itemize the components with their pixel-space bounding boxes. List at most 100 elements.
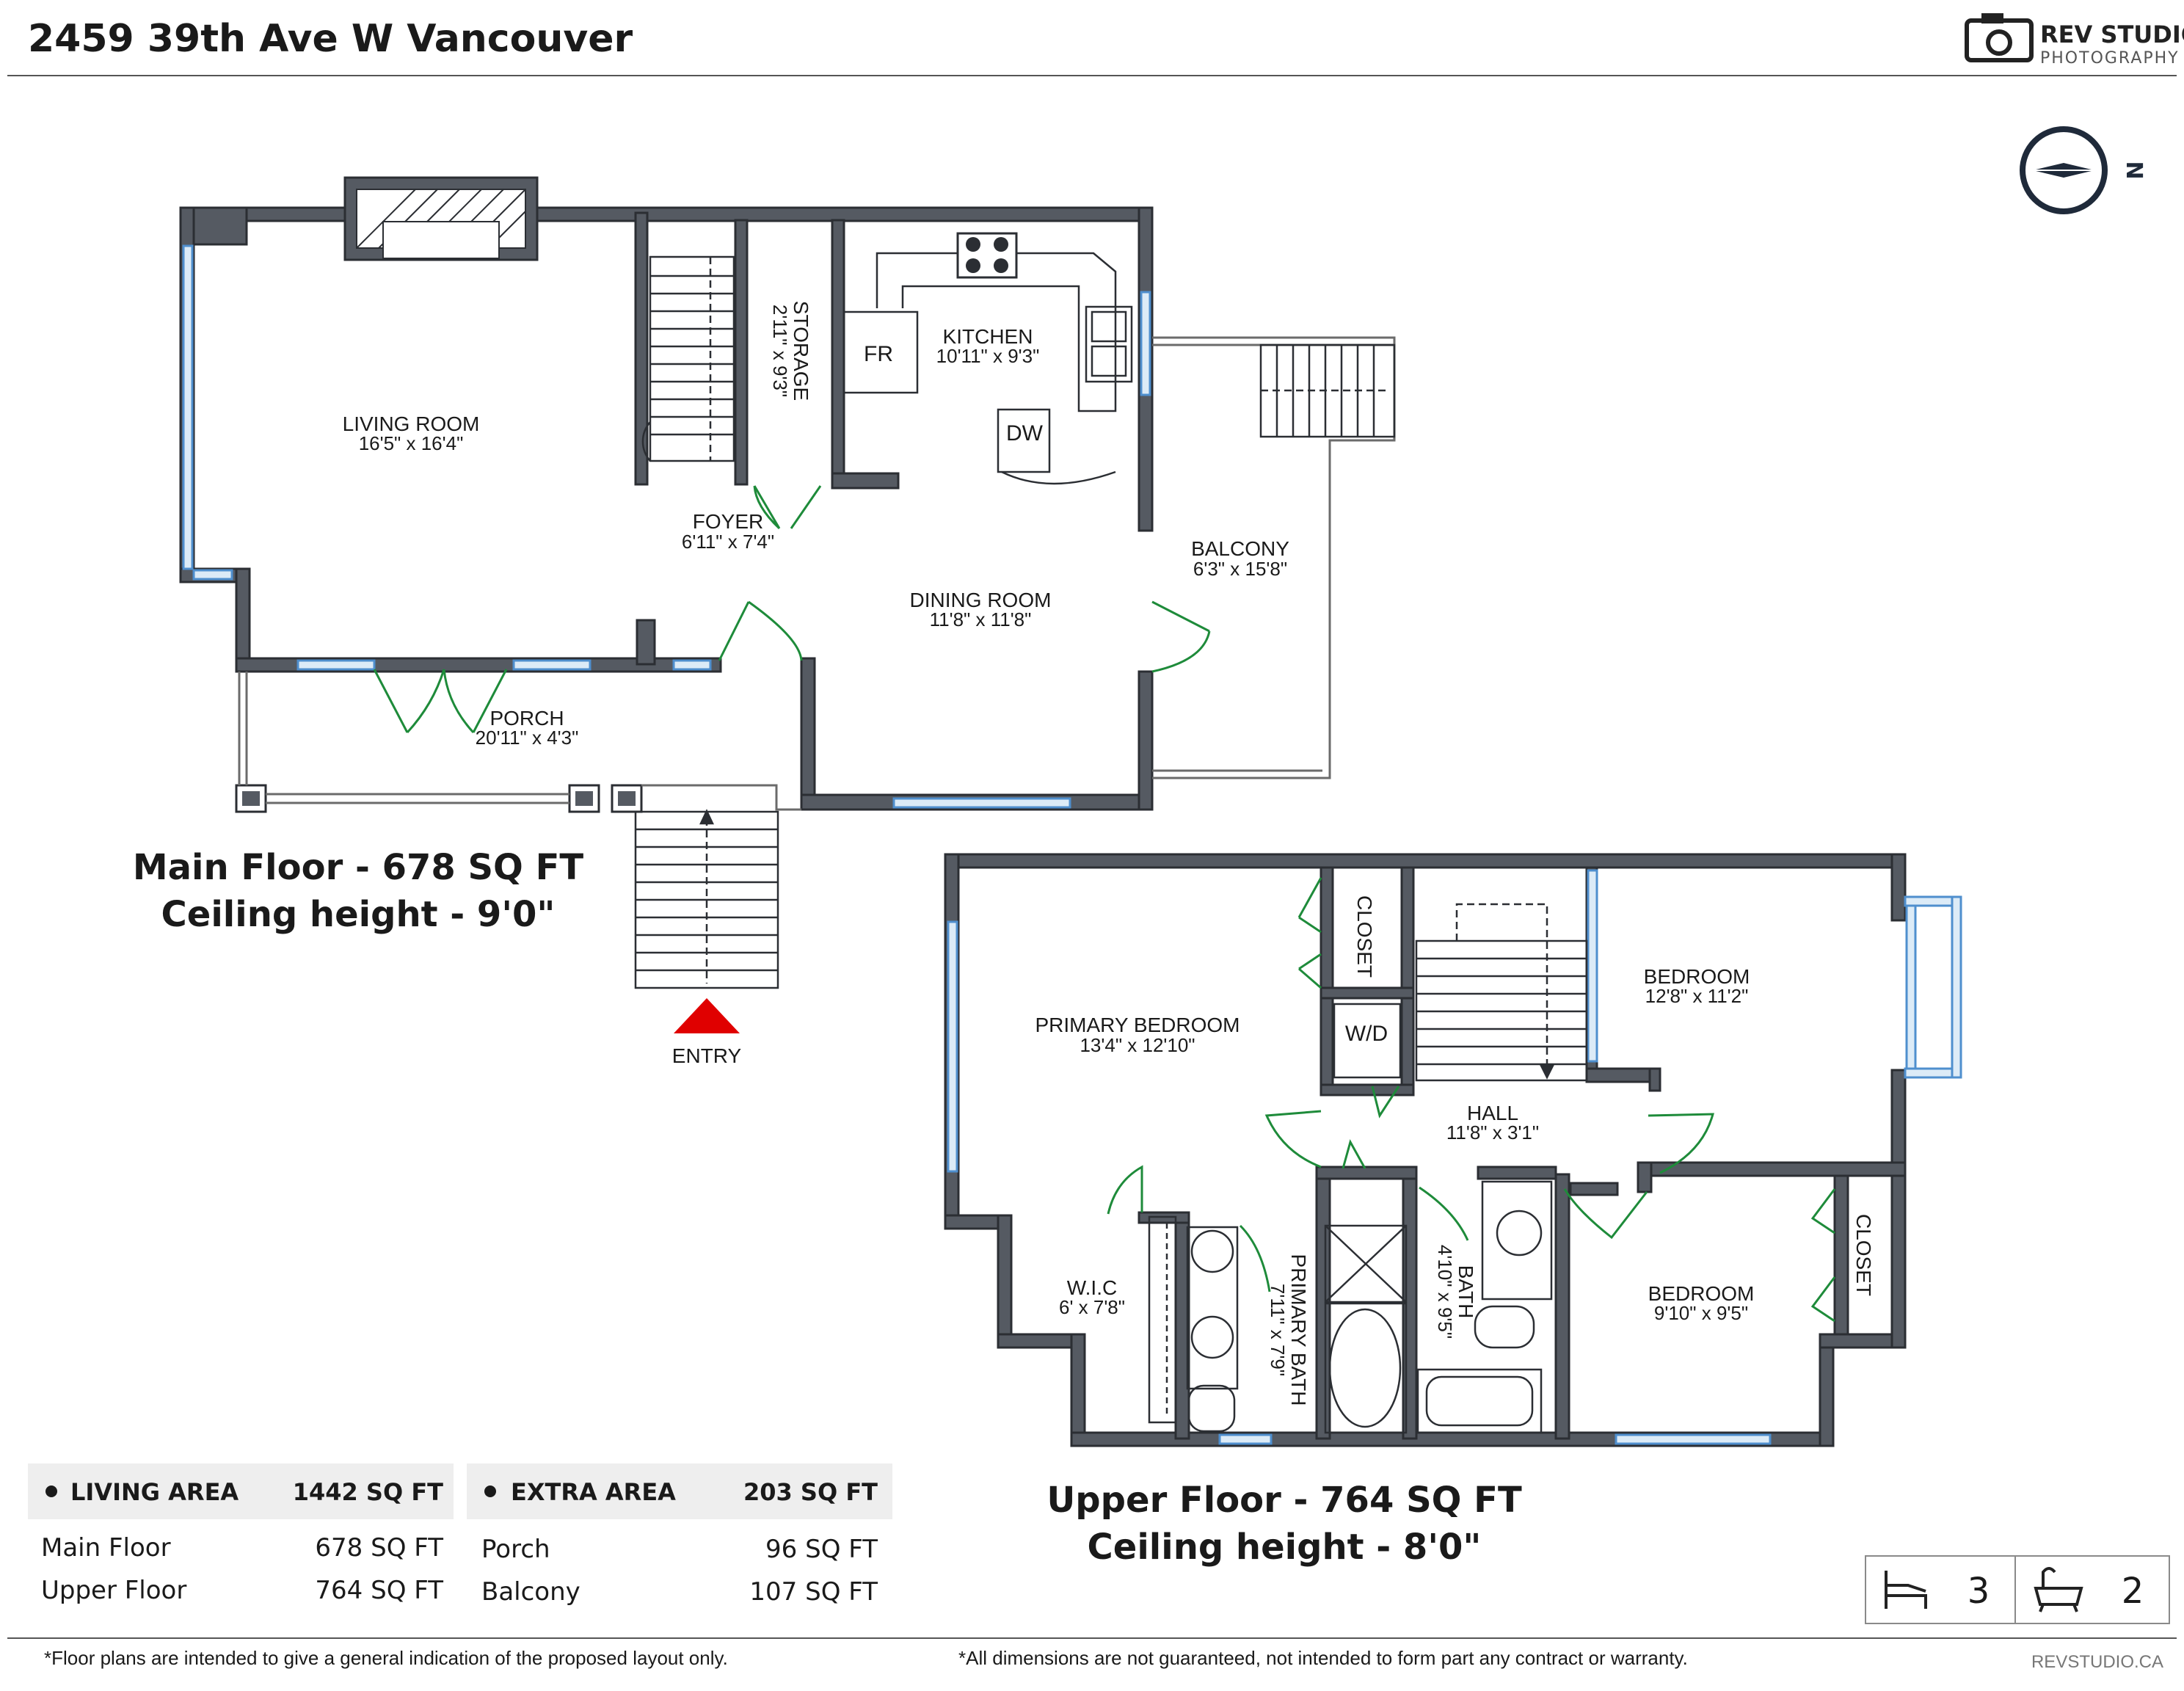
wall xyxy=(1138,670,1154,811)
closet-label: CLOSET xyxy=(1353,895,1376,978)
hall-label: HALL xyxy=(1467,1102,1518,1124)
legend-bullet-icon xyxy=(484,1485,496,1497)
legend-extra-row-value: 96 SQ FT xyxy=(765,1535,878,1564)
camera-logo-icon xyxy=(1965,13,2034,62)
wall xyxy=(944,1214,1007,1230)
primary-bath-fixtures xyxy=(1186,1224,1408,1434)
window xyxy=(296,659,376,671)
washer-dryer-box xyxy=(1333,1003,1402,1079)
dining-room-label: DINING ROOM xyxy=(910,589,1052,611)
main-floor-plan: FR DW xyxy=(133,176,1396,1067)
legend-living-title: LIVING AREA xyxy=(70,1478,239,1506)
window xyxy=(1587,869,1598,1063)
fridge-box xyxy=(842,310,919,394)
bedroom-label: BEDROOM xyxy=(1644,965,1750,988)
porch-dim: 20'11" x 4'3" xyxy=(476,727,579,749)
wic-label: W.I.C xyxy=(1067,1276,1117,1299)
balcony-label: BALCONY xyxy=(1191,537,1289,560)
entry-marker-icon xyxy=(674,998,740,1033)
kitchen-sink xyxy=(1085,305,1133,383)
wic-dim: 6' x 7'8" xyxy=(1059,1296,1125,1318)
primary-bath-dim: 7'11" x 7'9" xyxy=(1267,1284,1289,1376)
window xyxy=(892,797,1071,809)
door-swing xyxy=(373,485,1211,734)
compass-north-label: N xyxy=(2121,161,2147,179)
bathroom-count: 2 xyxy=(2122,1571,2144,1612)
closet-rods xyxy=(1148,1215,1177,1424)
balcony-railing xyxy=(1152,336,1396,779)
wall xyxy=(1320,986,1415,1000)
brand-name: REV STUDIO xyxy=(2040,21,2184,48)
legend-bullet-icon xyxy=(46,1485,57,1497)
wall xyxy=(1315,1165,1418,1180)
closet-label: CLOSET xyxy=(1852,1214,1875,1296)
fireplace-opening xyxy=(382,221,500,259)
wall xyxy=(1320,1083,1415,1097)
bath-dim: 4'10" x 9'5" xyxy=(1434,1245,1456,1339)
legend-living-total: 1442 SQ FT xyxy=(293,1478,443,1506)
legend-extra-total: 203 SQ FT xyxy=(743,1478,878,1506)
upper-stair xyxy=(1415,903,1588,1082)
legend-living-header xyxy=(28,1463,454,1519)
wall xyxy=(1637,1161,1653,1193)
washer-dryer-label: W/D xyxy=(1345,1022,1388,1046)
wall xyxy=(734,219,749,486)
window xyxy=(672,659,712,671)
wall xyxy=(1320,866,1334,1097)
legend-living-row-label: Main Floor xyxy=(41,1533,171,1563)
island-edge xyxy=(1001,470,1116,485)
wall xyxy=(1890,853,1907,922)
storage-label: STORAGE xyxy=(790,301,812,401)
window xyxy=(512,659,592,671)
entry-label: ENTRY xyxy=(672,1044,742,1067)
property-address: 2459 39th Ave W Vancouver xyxy=(28,17,633,61)
bathtub-icon xyxy=(2034,1567,2083,1612)
balcony-stair xyxy=(1259,343,1396,438)
wall xyxy=(1648,1067,1661,1092)
window xyxy=(1951,895,1962,1079)
wall xyxy=(831,472,900,490)
main-floor-caption: Main Floor - 678 SQ FT xyxy=(133,847,583,888)
bath-label: BATH xyxy=(1455,1265,1477,1319)
primary-bedroom-label: PRIMARY BEDROOM xyxy=(1035,1014,1240,1036)
wall xyxy=(1400,866,1415,1097)
dining-room-dim: 11'8" x 11'8" xyxy=(930,608,1032,630)
wall xyxy=(634,211,649,486)
upper-floor-ceiling: Ceiling height - 8'0" xyxy=(1088,1527,1482,1568)
wall xyxy=(997,1333,1080,1349)
legend-extra-row-label: Balcony xyxy=(481,1577,580,1607)
wall xyxy=(1637,1161,1907,1177)
foyer-label: FOYER xyxy=(693,510,763,533)
area-legend: LIVING AREA 1442 SQ FT Main Floor 678 SQ… xyxy=(28,1463,892,1607)
wall xyxy=(636,619,656,666)
compass-icon xyxy=(2020,126,2108,214)
door-swing xyxy=(1107,877,1836,1323)
bedroom-count: 3 xyxy=(1968,1571,1990,1612)
legend-extra-header xyxy=(467,1463,892,1519)
wall xyxy=(831,219,845,490)
wall xyxy=(1819,1333,1835,1447)
window xyxy=(192,569,233,581)
porch-label: PORCH xyxy=(489,707,564,730)
wall xyxy=(235,567,251,673)
window xyxy=(947,920,958,1173)
room-count-box: 3 2 xyxy=(1865,1555,2170,1624)
bath-fixtures xyxy=(1416,1180,1553,1434)
upper-floor-plan: W/D xyxy=(944,853,1962,1568)
cooktop xyxy=(956,232,1018,279)
footer-disclaimer-right: *All dimensions are not guaranteed, not … xyxy=(958,1647,1688,1669)
upper-floor-caption: Upper Floor - 764 SQ FT xyxy=(1046,1480,1522,1521)
window xyxy=(1905,895,1917,1079)
wall xyxy=(1070,1333,1086,1447)
primary-bedroom-dim: 13'4" x 12'10" xyxy=(1080,1034,1195,1056)
legend-extra-row-label: Porch xyxy=(481,1535,550,1564)
kitchen-counter xyxy=(876,252,1117,412)
primary-bath-label: PRIMARY BATH xyxy=(1287,1254,1310,1406)
balcony-dim: 6'3" x 15'8" xyxy=(1193,558,1287,580)
dishwasher-box xyxy=(997,408,1051,473)
main-floor-ceiling: Ceiling height - 9'0" xyxy=(161,894,556,935)
bedroom-label: BEDROOM xyxy=(1648,1282,1755,1305)
wall xyxy=(1890,1174,1907,1349)
window xyxy=(182,244,194,570)
